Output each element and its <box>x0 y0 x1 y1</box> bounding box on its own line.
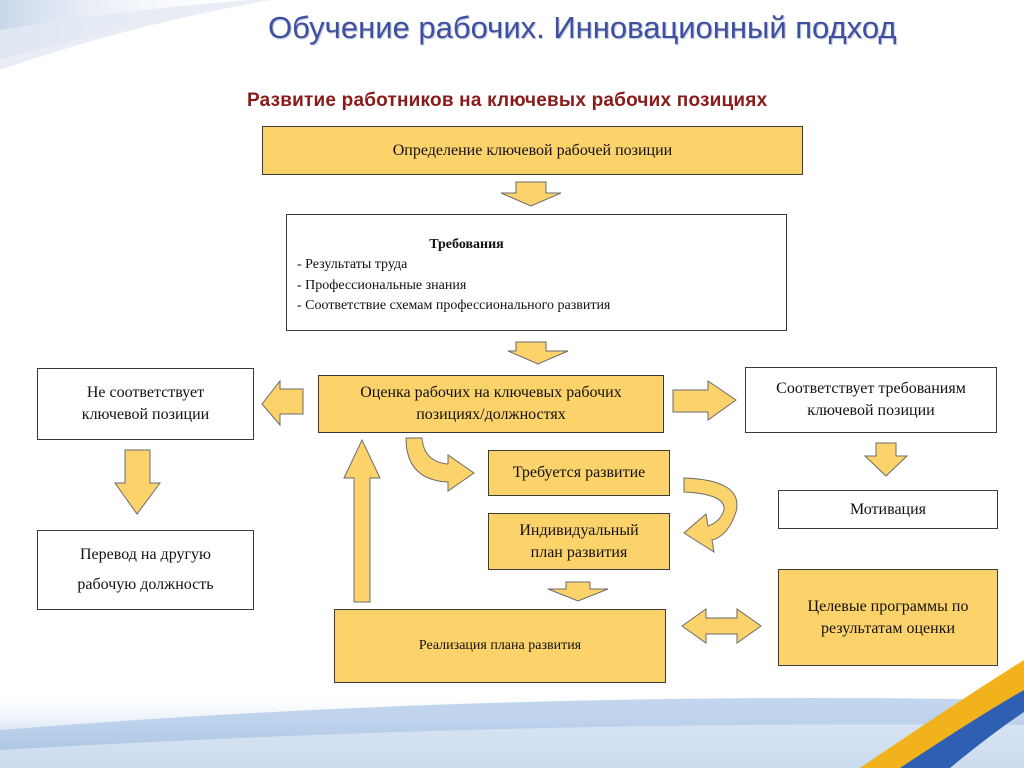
transfer-label-line2: рабочую должность <box>77 576 214 593</box>
realization-label: Реализация плана развития <box>418 637 582 653</box>
assessment-box: Оценка рабочих на ключевых рабочих позиц… <box>318 375 664 433</box>
define-key-position-label: Определение ключевой рабочей позиции <box>392 141 673 159</box>
diagram-subtitle: Развитие работников на ключевых рабочих … <box>247 90 768 111</box>
not-match-label: Не соответствует ключевой позиции <box>81 384 210 423</box>
requirements-item: - Соответствие схемам профессионального … <box>297 297 611 313</box>
assessment-label: Оценка рабочих на ключевых рабочих позиц… <box>360 384 622 423</box>
development-needed-label: Требуется развитие <box>512 464 646 482</box>
target-programs-label: Целевые программы по результатам оценки <box>807 597 969 637</box>
define-key-position-box: Определение ключевой рабочей позиции <box>262 126 803 175</box>
not-match-box: Не соответствует ключевой позиции <box>37 368 254 440</box>
transfer-label-line1: Перевод на другую <box>80 545 211 563</box>
target-programs-box: Целевые программы по результатам оценки <box>778 569 998 666</box>
requirements-title: Требования <box>429 237 504 252</box>
individual-plan-box: Индивидуальный план развития <box>488 513 670 570</box>
individual-plan-label: Индивидуальный план развития <box>519 521 639 561</box>
requirements-item: - Профессиональные знания <box>297 277 467 293</box>
realization-box: Реализация плана развития <box>334 609 666 683</box>
page-title: Обучение рабочих. Инновационный подход <box>268 10 897 45</box>
development-needed-box: Требуется развитие <box>488 450 670 496</box>
transfer-box: Перевод на другую рабочую должность <box>37 530 254 610</box>
requirements-box: Требования - Результаты труда - Професси… <box>286 214 787 331</box>
motivation-box: Мотивация <box>778 490 998 529</box>
requirements-item: - Результаты труда <box>297 257 408 273</box>
match-box: Соответствует требованиям ключевой позиц… <box>745 367 997 433</box>
motivation-label: Мотивация <box>849 500 927 518</box>
match-label: Соответствует требованиям ключевой позиц… <box>776 380 966 419</box>
